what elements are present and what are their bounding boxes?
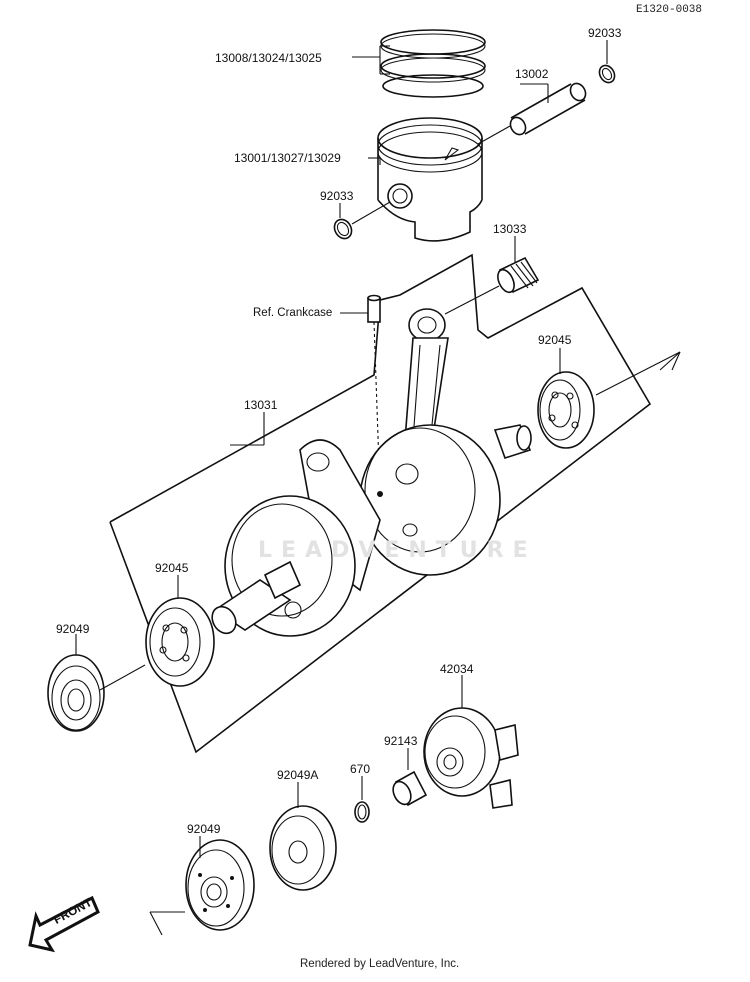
- bearing-left-drawing: [145, 575, 215, 687]
- label-collar[interactable]: 92143: [384, 734, 418, 748]
- crankshaft-drawing: [211, 308, 532, 637]
- label-crankshaft-assy[interactable]: 13031: [244, 398, 278, 412]
- circlip-left-drawing: [333, 201, 391, 240]
- pin-leader: [477, 125, 511, 145]
- piston-rings-drawing: [352, 29, 486, 98]
- oil-seal-bottom-drawing: [149, 836, 255, 936]
- label-oil-seal-left[interactable]: 92049: [56, 622, 90, 636]
- label-rotor[interactable]: 42034: [440, 662, 474, 676]
- seal-a-drawing: [269, 782, 337, 891]
- footer-credit: Rendered by LeadVenture, Inc.: [300, 958, 460, 970]
- label-circlip-left[interactable]: 92033: [320, 189, 354, 203]
- watermark: LEADVENTURE: [258, 538, 537, 563]
- oring-drawing: [354, 776, 370, 823]
- needle-bearing-drawing: [444, 236, 540, 315]
- diagram-code: E1320-0038: [636, 4, 703, 16]
- label-needle-bearing[interactable]: 13033: [493, 222, 527, 236]
- oil-seal-left-drawing: [47, 634, 146, 732]
- label-piston[interactable]: 13001/13027/13029: [234, 151, 341, 165]
- label-bearing-left[interactable]: 92045: [155, 561, 189, 575]
- piston-drawing: [368, 117, 483, 242]
- crankcase-dowel-drawing: [340, 294, 381, 495]
- circlip-top-drawing: [598, 40, 616, 84]
- label-seal-a[interactable]: 92049A: [277, 768, 319, 782]
- label-bearing-right[interactable]: 92045: [538, 333, 572, 347]
- label-ref-crankcase[interactable]: Ref. Crankcase: [253, 307, 333, 319]
- bearing-right-drawing: [537, 348, 681, 449]
- piston-pin-drawing: [509, 82, 587, 136]
- label-piston-rings[interactable]: 13008/13024/13025: [215, 51, 322, 65]
- label-oil-seal-bottom[interactable]: 92049: [187, 822, 221, 836]
- front-arrow-icon: [28, 895, 100, 953]
- label-oring[interactable]: 670: [350, 762, 371, 776]
- label-circlip-top[interactable]: 92033: [588, 26, 622, 40]
- rotor-drawing: [423, 675, 519, 809]
- label-piston-pin[interactable]: 13002: [515, 67, 549, 81]
- crankshaft-assembly-outline: [109, 253, 652, 754]
- collar-drawing: [392, 748, 428, 807]
